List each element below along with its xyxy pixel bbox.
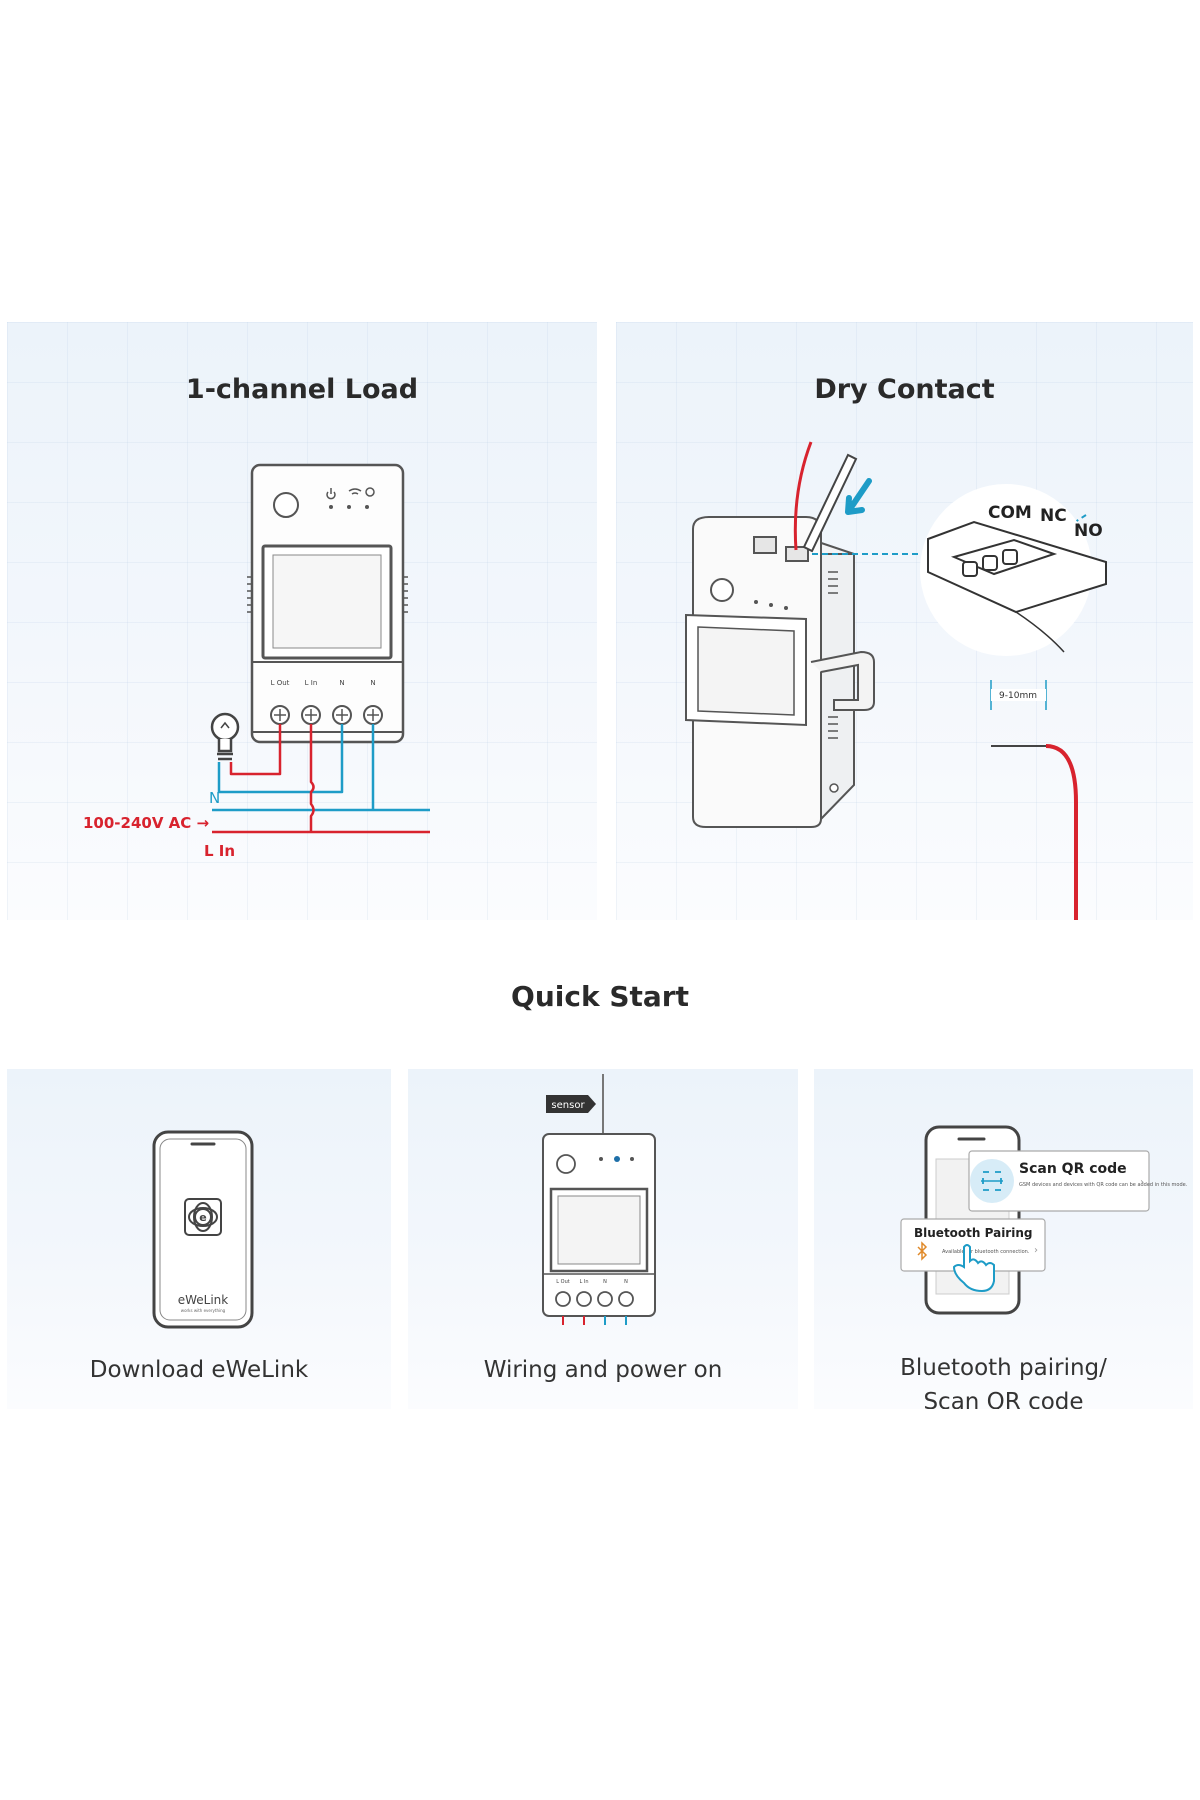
sensor-tag-label: sensor <box>551 1100 585 1111</box>
insert-arrow-icon <box>845 478 872 515</box>
svg-text:e: e <box>199 1211 206 1224</box>
load-wiring-diagram: L Out L In N N N <box>83 463 430 860</box>
step-pairing: Scan QR code GSM devices and devices wit… <box>814 1069 1193 1409</box>
wiring <box>212 724 430 834</box>
bluetooth-icon <box>917 1241 928 1261</box>
line-in-wire-label: L In <box>204 842 235 860</box>
neutral-wire-label: N <box>209 789 220 807</box>
step-caption-pairing: Bluetooth pairing/ Scan QR code <box>814 1351 1193 1409</box>
hand-pointer-icon <box>952 1244 995 1293</box>
strip-length-label: 9-10mm <box>999 691 1037 701</box>
terminal-label-lout: L Out <box>556 1279 569 1285</box>
red-wire-stripped <box>1045 744 1078 920</box>
step-caption-pairing-line2: Scan QR code <box>923 1389 1084 1409</box>
contact-label-nc: NC <box>1040 506 1067 526</box>
contact-label-com: COM <box>988 503 1032 523</box>
switch-device-3d <box>685 516 875 828</box>
quick-start-title: Quick Start <box>511 980 689 1013</box>
strip-length-indicator <box>990 680 1047 710</box>
terminal-label-lin: L In <box>305 679 318 687</box>
phone-ewelink-illustration: e eWeLink works with everything <box>152 1130 254 1329</box>
qr-card-text: GSM devices and devices with QR code can… <box>1019 1182 1188 1188</box>
device-button <box>273 492 299 518</box>
sensor-tag <box>546 1095 596 1113</box>
phone-pairing-illustration: Scan QR code GSM devices and devices wit… <box>900 1125 1188 1315</box>
step-download-app: e eWeLink works with everything Download… <box>7 1069 391 1409</box>
dry-contact-diagram: COM NC NO 9-10mm <box>685 441 1107 920</box>
terminal-label-n2: N <box>370 679 375 687</box>
terminal-label-n1: N <box>339 679 344 687</box>
terminal-label-n2: N <box>624 1279 628 1285</box>
step-caption-wiring: Wiring and power on <box>483 1357 723 1383</box>
app-tagline-label: works with everything <box>181 1308 226 1313</box>
status-led-icons <box>326 487 375 500</box>
supply-voltage-label: 100-240V AC → <box>83 814 209 832</box>
contact-terminal-closeup <box>927 520 1107 653</box>
dry-contact-panel: Dry Contact <box>616 322 1193 920</box>
device-button <box>710 578 734 602</box>
svg-text:›: › <box>1140 1177 1144 1188</box>
step-caption-download: Download eWeLink <box>89 1357 309 1383</box>
ewelink-logo-icon <box>184 1198 222 1236</box>
bt-card-text: Available for bluetooth connection. <box>942 1249 1030 1255</box>
screwdriver-icon <box>802 453 858 553</box>
contact-label-no: NO <box>1074 521 1103 541</box>
device-wiring-illustration: sensor L Out L In N N <box>542 1074 656 1325</box>
load-panel-title: 1-channel Load <box>185 374 419 405</box>
svg-text:›: › <box>1034 1245 1038 1256</box>
app-name-label: eWeLink <box>178 1293 229 1307</box>
load-wiring-panel: 1-channel Load <box>7 322 597 920</box>
red-wire-in <box>793 441 813 551</box>
light-bulb-icon <box>210 712 240 761</box>
terminal-label-lin: L In <box>579 1279 588 1285</box>
dry-contact-panel-title: Dry Contact <box>814 374 995 405</box>
terminal-label-lout: L Out <box>271 679 290 687</box>
step-wiring-power: sensor L Out L In N N Wiring and power o… <box>408 1069 798 1409</box>
terminal-label-n1: N <box>603 1279 607 1285</box>
step-caption-pairing-line1: Bluetooth pairing/ <box>900 1355 1107 1381</box>
qr-card-title: Scan QR code <box>1019 1161 1127 1177</box>
switch-device: L Out L In N N <box>247 463 408 744</box>
scan-qr-card <box>968 1150 1150 1212</box>
bt-card-title: Bluetooth Pairing <box>914 1226 1032 1240</box>
